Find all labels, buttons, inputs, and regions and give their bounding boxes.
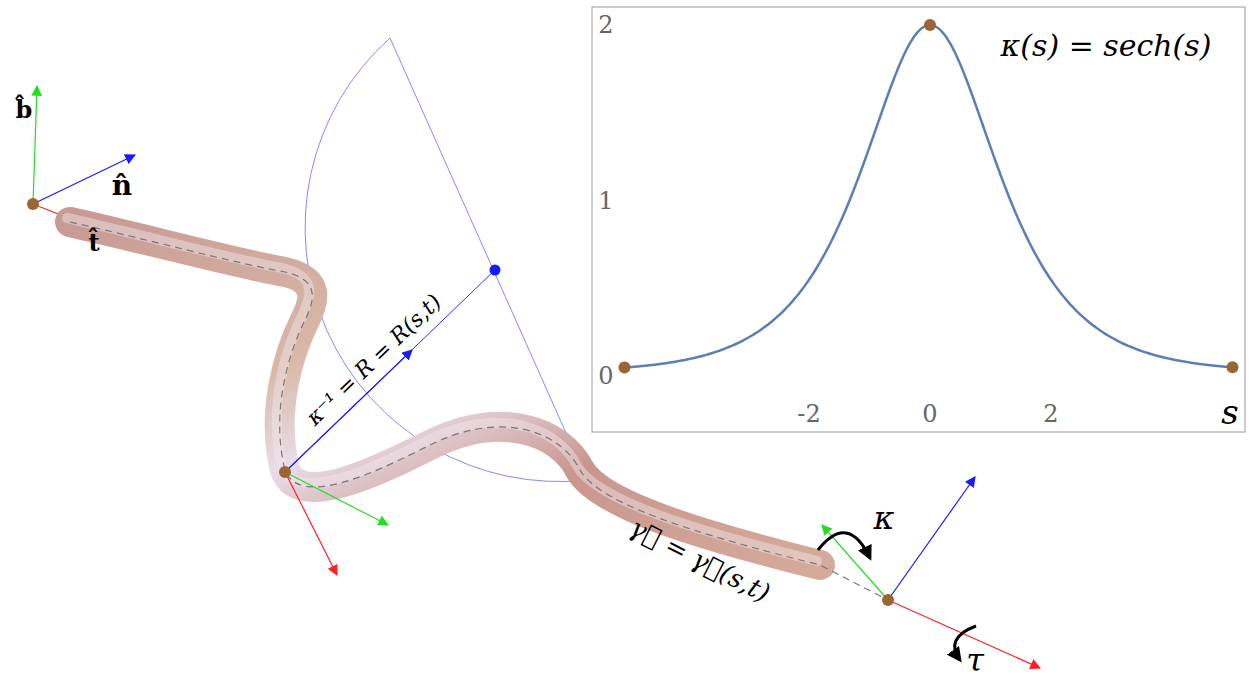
frame-right: [818, 477, 1040, 668]
plot-axis: [625, 372, 1235, 373]
tangent-arrow: [285, 472, 337, 575]
binormal-arrow: [285, 472, 388, 525]
curvature-symbol: κ: [874, 502, 895, 534]
curvature-centre: [490, 265, 501, 276]
axis-label: s: [1221, 395, 1238, 429]
plot-dot: [618, 362, 630, 374]
tangent-label: t̂: [88, 231, 99, 255]
plot-dot: [924, 19, 936, 31]
binormal-arrow: [33, 86, 37, 204]
curvature-arrow: [818, 533, 870, 558]
normal-arrow: [33, 155, 135, 204]
plot-dot: [1227, 361, 1239, 373]
plot-title: κ(s) = sech(s): [1001, 31, 1212, 61]
binormal-label: b̂: [16, 98, 33, 122]
tick-label: 2: [598, 13, 613, 37]
sech-curve: [624, 25, 1235, 368]
tick-label: 1: [598, 189, 613, 213]
tick-label: 0: [598, 364, 613, 388]
frame-origin: [882, 594, 894, 606]
frame-origin: [27, 198, 39, 210]
tick-label: 2: [1043, 402, 1058, 426]
radius-line: [285, 270, 495, 472]
osculating-circle: [305, 38, 587, 482]
torsion-symbol: τ: [966, 644, 984, 676]
tangent-arrow: [888, 600, 1040, 668]
plot-frame: [592, 7, 1245, 432]
tick-label: -2: [797, 402, 820, 426]
frame-middle: [285, 265, 501, 576]
normal-label: n̂: [112, 172, 132, 200]
frame-origin: [279, 466, 291, 478]
inset-plot: [592, 7, 1245, 432]
normal-arrow: [888, 477, 975, 600]
tick-label: 0: [922, 402, 937, 426]
